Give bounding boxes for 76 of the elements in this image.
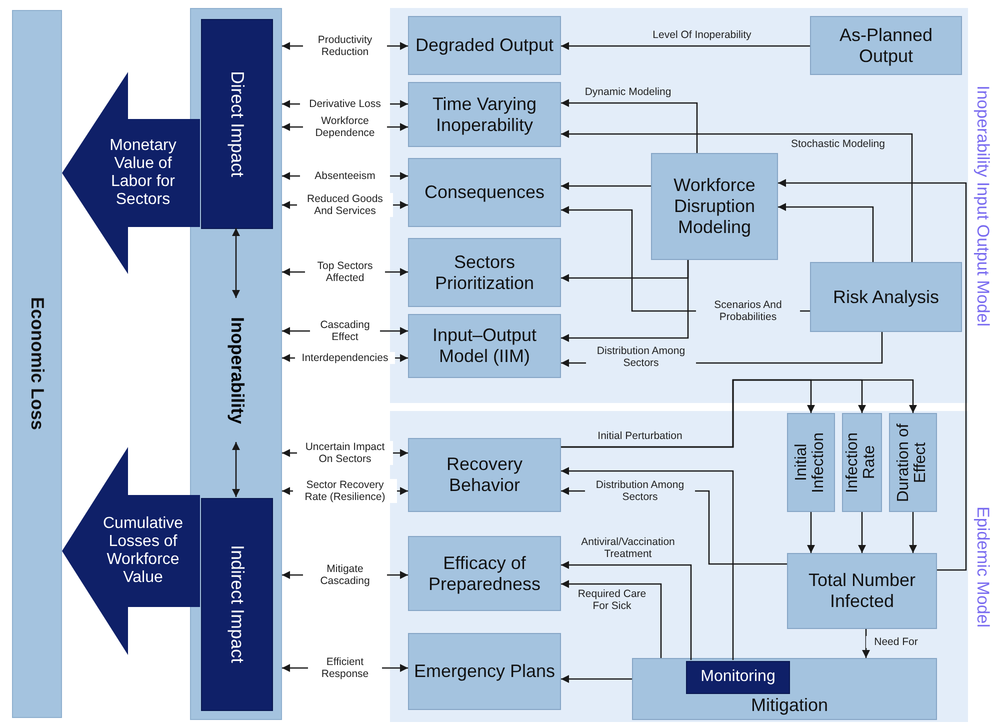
edge-label: Interdependencies (295, 352, 395, 364)
edge-label: Cascading Effect (310, 319, 380, 343)
node-text: Input–Output Model (IIM) (431, 325, 538, 367)
edge-label: Sector Recovery Rate (Resilience) (293, 479, 397, 503)
panel-heading: Epidemic Model (973, 506, 993, 627)
process-box (408, 536, 561, 611)
process-box (810, 262, 962, 332)
edge-label: Absenteeism (300, 170, 390, 182)
node-text: Initial Infection (794, 431, 828, 495)
impact-box (201, 19, 273, 229)
node-text: Economic Loss (26, 297, 48, 431)
node-text: Emergency Plans (412, 661, 556, 682)
edge-label: Distribution Among Sectors (586, 345, 696, 369)
process-box (632, 658, 937, 720)
process-box (842, 413, 882, 512)
node-text: Infection Rate (845, 431, 879, 495)
node-text: Degraded Output (414, 35, 555, 56)
node-text: Sectors Prioritization (434, 252, 536, 294)
loss-bar (12, 10, 62, 718)
process-box (889, 413, 937, 512)
process-box (408, 438, 561, 512)
process-box (651, 153, 778, 260)
arrow (858, 512, 866, 553)
node-text: Mitigation (750, 695, 828, 716)
node-text: Indirect Impact (226, 545, 248, 664)
node-text: Monitoring (700, 668, 776, 687)
edge-label: Productivity Reduction (303, 34, 387, 58)
process-box (408, 314, 561, 378)
arrow (561, 130, 913, 262)
process-box (787, 553, 937, 629)
node-text: Time Varying Inoperability (431, 94, 538, 136)
edge-label: Scenarios And Probabilities (696, 299, 800, 323)
arrow (561, 260, 689, 342)
node-text: Total Number Infected (807, 570, 917, 612)
node-text: Risk Analysis (832, 286, 940, 308)
edge-label: Distribution Among Sectors (585, 479, 695, 503)
arrow (862, 629, 870, 658)
node-text: Workforce Disruption Modeling (672, 175, 756, 238)
edge-label: Uncertain Impact On Sectors (297, 441, 393, 465)
arrow (561, 42, 810, 50)
node-text: Efficacy of Preparedness (427, 552, 542, 594)
arrow (807, 512, 815, 553)
process-box (408, 238, 561, 307)
edge-label: Mitigate Cascading (303, 563, 387, 587)
process-box (408, 158, 561, 227)
process-box (408, 82, 561, 147)
node-text: As-Planned Output (838, 24, 934, 66)
node-text: Direct Impact (226, 70, 248, 178)
process-box (810, 16, 962, 75)
arrow (232, 228, 240, 298)
node-text: Duration of Effect (896, 422, 930, 504)
edge-label: Efficient Response (308, 656, 382, 680)
impact-box (201, 498, 273, 711)
node-text: Recovery Behavior (445, 454, 524, 496)
panel-heading: Inoperability Input Output Model (973, 85, 993, 326)
edge-label: Reduced Goods And Services (297, 193, 393, 217)
arrow (561, 467, 734, 660)
edge-label: Derivative Loss (300, 98, 390, 110)
process-box (787, 413, 835, 512)
arrow (561, 675, 632, 683)
arrow (778, 179, 967, 571)
process-box (408, 633, 561, 710)
node-text: Inoperability (226, 317, 248, 424)
arrow (232, 442, 240, 497)
impact-panel (190, 8, 282, 720)
arrow (561, 182, 651, 190)
monitoring-box (686, 661, 790, 694)
arrow (561, 580, 662, 658)
edge-label: Top Sectors Affected (305, 260, 385, 284)
arrow (778, 203, 874, 262)
arrow (561, 99, 698, 153)
process-box (408, 16, 561, 75)
edge-label: Workforce Dependence (303, 115, 387, 139)
node-text: Consequences (423, 182, 546, 203)
arrow (561, 561, 692, 660)
arrow (909, 512, 917, 553)
